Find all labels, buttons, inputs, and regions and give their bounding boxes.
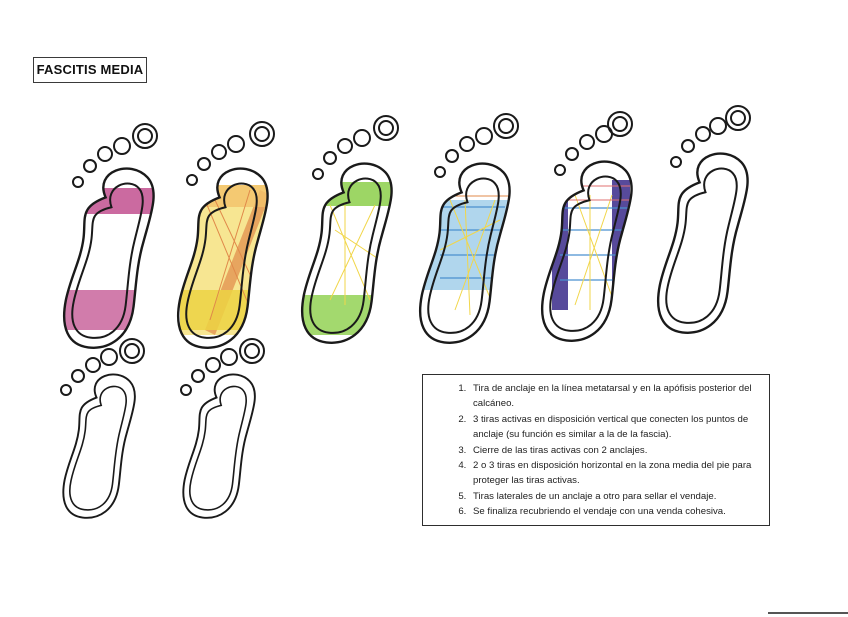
foot-step-1 bbox=[60, 124, 170, 353]
foot-step-6 bbox=[654, 106, 751, 338]
step-2: 3 tiras activas en disposición vertical … bbox=[469, 412, 759, 443]
foot-step-3 bbox=[298, 116, 410, 348]
page-edge-line bbox=[768, 612, 848, 614]
step-5: Tiras laterales de un anclaje a otro par… bbox=[469, 489, 759, 504]
instructions-box: Tira de anclaje en la línea metatarsal y… bbox=[422, 374, 770, 526]
step-4: 2 o 3 tiras en disposición horizontal en… bbox=[469, 458, 759, 489]
step-1: Tira de anclaje en la línea metatarsal y… bbox=[469, 381, 759, 412]
step-3: Cierre de las tiras activas con 2 anclaj… bbox=[469, 443, 759, 458]
step-6: Se finaliza recubriendo el vendaje con u… bbox=[469, 504, 759, 519]
foot-step-4 bbox=[416, 114, 530, 348]
foot-blank-1 bbox=[60, 339, 144, 522]
foot-step-5 bbox=[538, 112, 635, 346]
instructions-list: Tira de anclaje en la línea metatarsal y… bbox=[423, 381, 759, 520]
foot-step-2 bbox=[174, 122, 290, 353]
foot-blank-2 bbox=[180, 339, 264, 522]
